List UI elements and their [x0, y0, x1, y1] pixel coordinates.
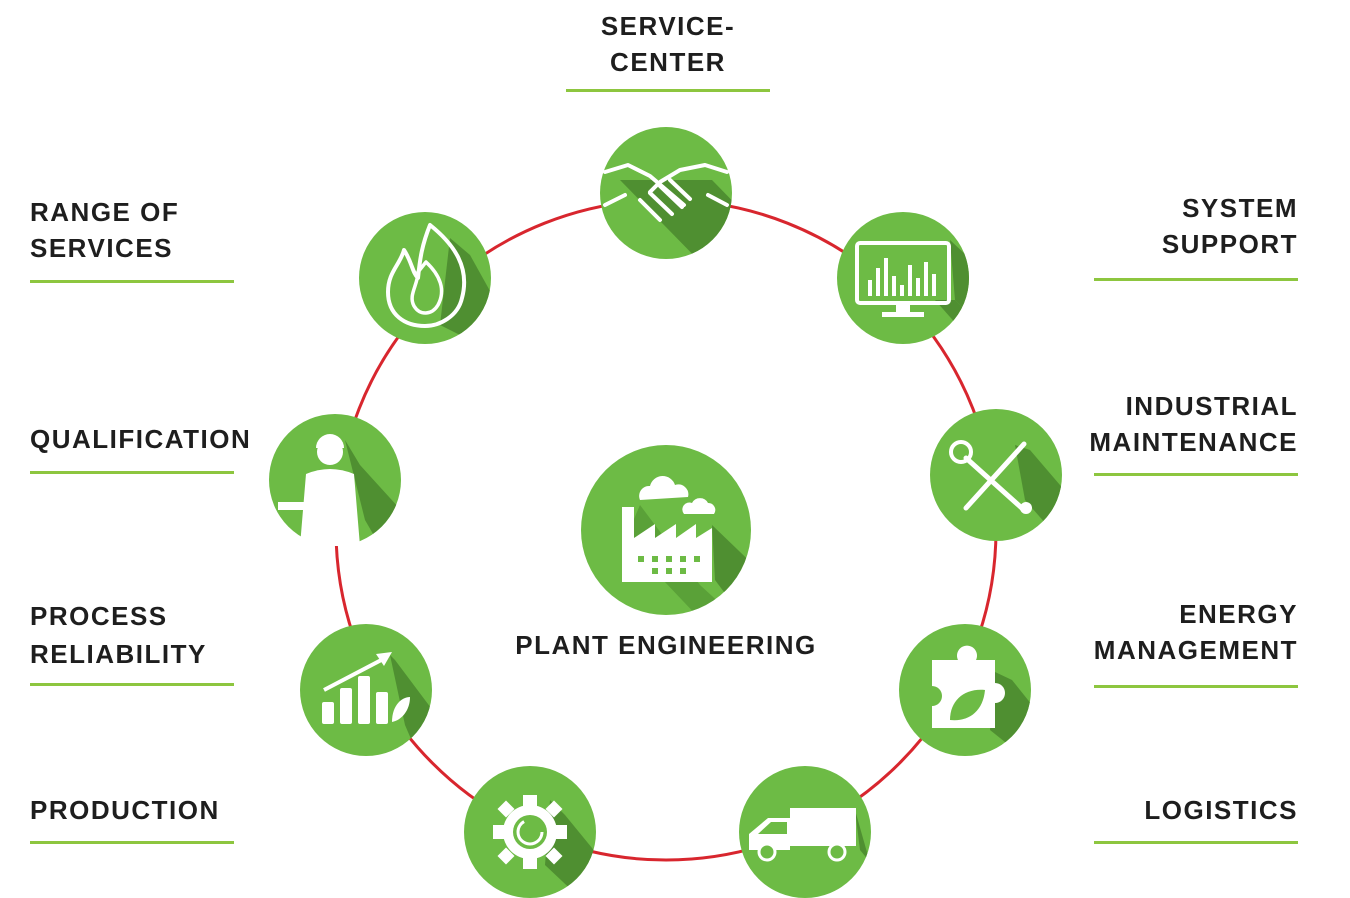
truck-icon [739, 766, 871, 898]
label-range-of-services: RANGE OF SERVICES [30, 197, 180, 263]
factory-icon [581, 445, 751, 615]
underline-energy-management [1094, 685, 1298, 688]
tools-icon [930, 409, 1062, 541]
underline-production [30, 841, 234, 844]
flame-icon [359, 212, 491, 344]
worker-icon [269, 414, 401, 546]
label-service-center: SERVICE- CENTER [600, 11, 736, 77]
underline-qualification [30, 471, 234, 474]
label-process-reliability: PROCESS RELIABILITY [30, 601, 207, 669]
puzzle-leaf-icon [899, 624, 1031, 756]
underline-process-reliability [30, 683, 234, 686]
growth-chart-icon [300, 624, 432, 756]
underline-logistics [1094, 841, 1298, 844]
monitor-chart-icon [837, 212, 969, 344]
label-qualification: QUALIFICATION [30, 424, 252, 454]
underline-system-support [1094, 278, 1298, 281]
handshake-icon [600, 127, 732, 259]
label-energy-management: ENERGY MANAGEMENT [1093, 599, 1298, 665]
label-system-support: SYSTEM SUPPORT [1161, 193, 1298, 259]
underline-service-center [566, 89, 770, 92]
underline-range-of-services [30, 280, 234, 283]
gear-icon [464, 766, 596, 898]
label-logistics: LOGISTICS [1144, 795, 1298, 825]
label-production: PRODUCTION [30, 795, 220, 825]
underline-industrial-maintenance [1094, 473, 1298, 476]
label-industrial-maintenance: INDUSTRIAL MAINTENANCE [1089, 391, 1298, 457]
center-title: PLANT ENGINEERING [515, 630, 817, 660]
